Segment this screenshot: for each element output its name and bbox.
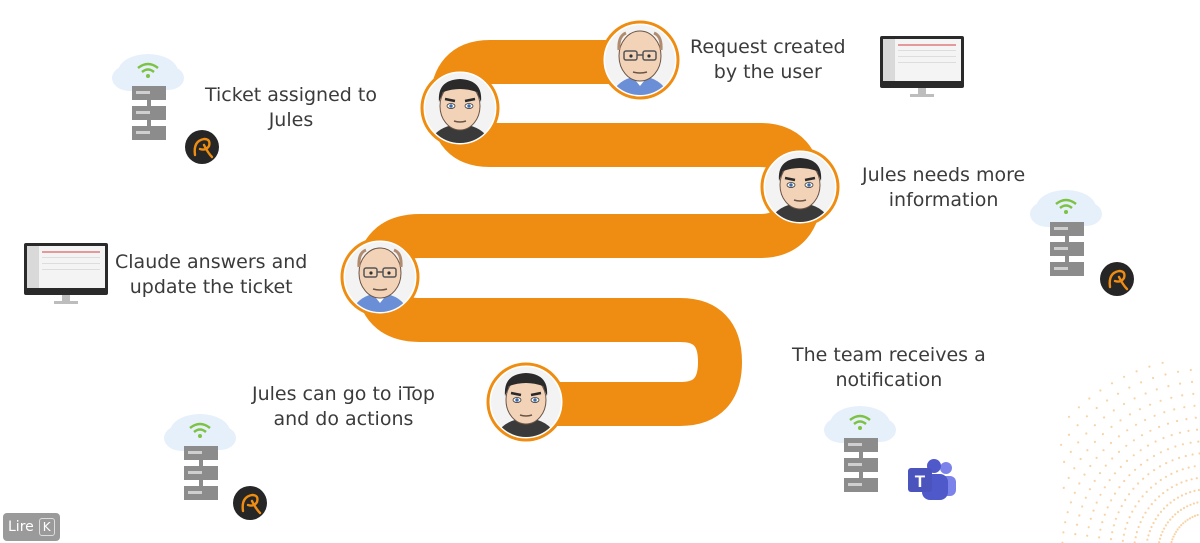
step-line: Jules can go to iTop xyxy=(252,383,435,405)
step-line: by the user xyxy=(713,61,822,83)
step-claude-answers: Claude answers and update the ticket xyxy=(115,250,307,300)
shortcut-key: K xyxy=(38,518,55,536)
step-line: and do actions xyxy=(273,408,414,430)
itop-logo-icon xyxy=(231,484,269,522)
svg-text:T: T xyxy=(915,472,926,491)
step-itop-actions: Jules can go to iTop and do actions xyxy=(252,382,435,432)
step-line: The team receives a xyxy=(792,344,986,366)
server-cloud-icon xyxy=(1028,188,1104,278)
step-needs-information: Jules needs more information xyxy=(862,163,1025,213)
step-ticket-assigned: Ticket assigned to Jules xyxy=(205,83,377,133)
server-cloud-icon xyxy=(162,412,238,502)
step-line: Claude answers and xyxy=(115,251,308,273)
monitor-icon xyxy=(880,36,964,97)
itop-logo-icon xyxy=(183,128,221,166)
step-line: Jules needs more xyxy=(862,164,1026,186)
step-line: Request created xyxy=(690,36,846,58)
read-label: Lire xyxy=(8,519,34,535)
agent-avatar-icon xyxy=(486,362,566,442)
read-aloud-button[interactable]: Lire K xyxy=(3,513,60,541)
server-cloud-icon xyxy=(110,52,186,142)
teams-icon: T xyxy=(908,459,956,500)
step-line: update the ticket xyxy=(129,276,293,298)
dotted-decoration xyxy=(1060,361,1200,543)
monitor-icon xyxy=(24,243,108,304)
step-team-notified: The team receives a notification xyxy=(792,343,986,393)
user-avatar-icon xyxy=(600,20,680,100)
step-request-created: Request created by the user xyxy=(690,35,846,85)
step-line: Jules xyxy=(268,109,314,131)
server-cloud-icon xyxy=(822,404,898,494)
itop-logo-icon xyxy=(1098,260,1136,298)
step-line: information xyxy=(888,189,999,211)
step-line: Ticket assigned to xyxy=(205,84,377,106)
step-line: notification xyxy=(835,369,943,391)
